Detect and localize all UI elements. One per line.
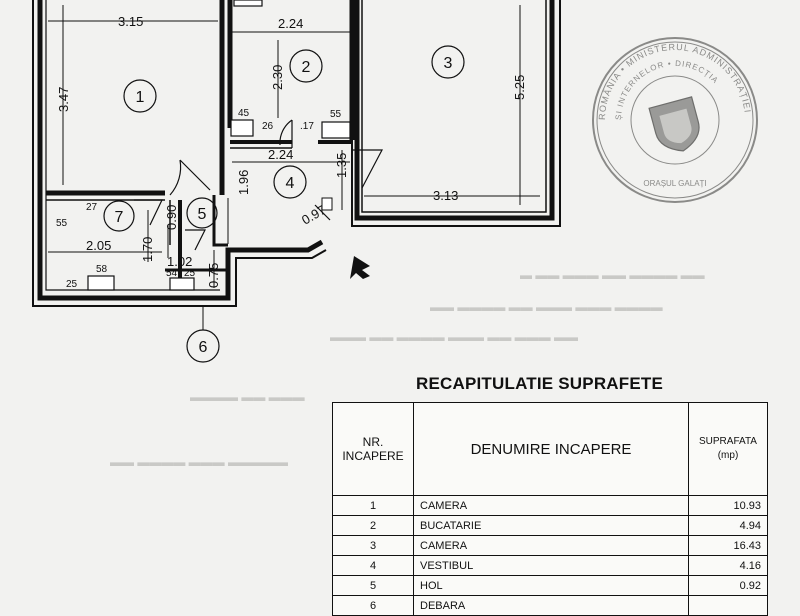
header-room-number: NR. INCAPERE: [332, 402, 414, 496]
svg-text:2: 2: [302, 59, 311, 76]
cell-nr: 4: [332, 555, 414, 576]
dimension-lines: [48, 5, 540, 288]
cell-name: VESTIBUL: [413, 555, 689, 576]
entrance-column: [321, 197, 333, 211]
table-row: 5 HOL 0.92: [332, 575, 768, 596]
dim-label: 58: [96, 264, 108, 275]
official-stamp: ROMÂNIA • MINISTERUL ADMINISTRAȚIEI ȘI I…: [592, 37, 758, 203]
room-marker-3: 3: [431, 45, 465, 79]
door-swings: [134, 119, 383, 251]
dim-label: 0.90: [164, 205, 179, 230]
cell-nr: 6: [332, 595, 414, 616]
table-row: 6 DEBARA: [332, 595, 768, 616]
cell-area: 4.94: [688, 515, 768, 536]
surface-summary-table: NR. INCAPERE DENUMIRE INCAPERE SUPRAFATA…: [332, 402, 768, 616]
room-marker-2: 2: [289, 49, 323, 83]
dim-label: 2.24: [278, 16, 303, 31]
room-marker-1: 1: [123, 79, 157, 113]
dim-label: 2.30: [270, 65, 285, 90]
entrance-arrow-icon: [350, 256, 370, 279]
dim-label: 2.24: [268, 147, 293, 162]
dim-label: 2.05: [86, 238, 111, 253]
cell-name: BUCATARIE: [413, 515, 689, 536]
stamp-text: ORAȘUL GALAȚI: [643, 179, 706, 188]
cell-name: DEBARA: [413, 595, 689, 616]
background-scan-text: ▬ ▬▬ ▬▬▬ ▬▬ ▬▬▬▬ ▬▬: [520, 268, 705, 282]
background-scan-text: ▬▬ ▬▬▬▬ ▬▬▬ ▬▬▬▬▬: [110, 455, 289, 469]
svg-text:5: 5: [198, 206, 207, 223]
table-row: 4 VESTIBUL 4.16: [332, 555, 768, 576]
interior-walls: [46, 0, 355, 290]
cell-area: 4.16: [688, 555, 768, 576]
background-scan-text: ▬▬ ▬▬▬▬ ▬▬ ▬▬▬ ▬▬▬ ▬▬▬▬: [430, 300, 663, 314]
dim-label: 27: [86, 202, 98, 213]
dim-label: 1.02: [167, 254, 192, 269]
floor-plan: 3.15 3.47 2.24 2.30 5.25 45 26 .17 55 2.…: [32, 0, 561, 363]
room-marker-6: 6: [186, 306, 220, 363]
room-marker-7: 7: [103, 200, 135, 232]
table-title: RECAPITULATIE SUPRAFETE: [416, 374, 664, 393]
svg-text:3: 3: [444, 55, 453, 72]
cell-area: 0.92: [688, 575, 768, 596]
cell-name: CAMERA: [413, 535, 689, 556]
cell-name: HOL: [413, 575, 689, 596]
svg-text:4: 4: [286, 175, 295, 192]
coat-of-arms-icon: [648, 96, 700, 152]
table-row: 3 CAMERA 16.43: [332, 535, 768, 556]
dim-label: 1.35: [334, 153, 349, 178]
dim-label: 3.15: [118, 14, 143, 29]
cell-nr: 2: [332, 515, 414, 536]
dim-label: 45: [238, 108, 250, 119]
cell-area: 16.43: [688, 535, 768, 556]
dim-label: 3.47: [56, 87, 71, 112]
dim-label: 25: [184, 268, 196, 279]
dim-label: 3.13: [433, 188, 458, 203]
svg-text:6: 6: [199, 339, 208, 356]
dim-label: 55: [56, 218, 68, 229]
cell-area: [688, 595, 768, 616]
apartment-walls: [32, 0, 327, 307]
cell-nr: 3: [332, 535, 414, 556]
room-marker-5: 5: [186, 197, 218, 229]
cell-nr: 1: [332, 495, 414, 516]
dim-label: 1.70: [140, 237, 155, 262]
table-row: 1 CAMERA 10.93: [332, 495, 768, 516]
svg-text:1: 1: [136, 89, 145, 106]
dim-label: 1.96: [236, 170, 251, 195]
wall-columns: [87, 0, 351, 291]
dim-label: 5.25: [512, 75, 527, 100]
cell-area: 10.93: [688, 495, 768, 516]
background-scan-text: ▬▬▬ ▬▬ ▬▬▬▬ ▬▬▬ ▬▬ ▬▬▬ ▬▬: [330, 330, 579, 344]
header-area: SUPRAFATA (mp): [688, 402, 768, 496]
table-row: 2 BUCATARIE 4.94: [332, 515, 768, 536]
header-room-name: DENUMIRE INCAPERE: [413, 402, 689, 496]
dim-label: 26: [262, 121, 274, 132]
cell-nr: 5: [332, 575, 414, 596]
svg-text:7: 7: [115, 209, 124, 226]
dim-label: 25: [66, 279, 78, 290]
cell-name: CAMERA: [413, 495, 689, 516]
room-marker-4: 4: [273, 165, 307, 199]
dim-label: 55: [330, 109, 342, 120]
dim-label: .17: [300, 121, 314, 132]
background-scan-text: ▬▬▬▬ ▬▬ ▬▬▬: [190, 390, 305, 404]
dim-label: 0.75: [206, 263, 221, 288]
dim-label: 54: [166, 268, 178, 279]
